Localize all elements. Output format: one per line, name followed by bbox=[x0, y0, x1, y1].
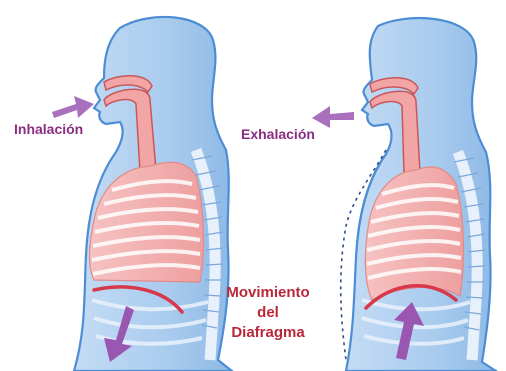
diaphragm-label-line-1: Movimiento bbox=[212, 283, 324, 303]
left-figure bbox=[74, 17, 232, 371]
exhale-arrow-icon bbox=[312, 106, 354, 128]
exhale-label: Exhalación bbox=[241, 126, 315, 142]
diaphragm-label-line-3: Diafragma bbox=[212, 323, 324, 343]
inhale-arrow-icon bbox=[52, 96, 94, 118]
diaphragm-movement-label: Movimiento del Diafragma bbox=[212, 283, 324, 343]
inhale-label: Inhalación bbox=[14, 121, 83, 137]
diaphragm-label-line-2: del bbox=[212, 303, 324, 323]
